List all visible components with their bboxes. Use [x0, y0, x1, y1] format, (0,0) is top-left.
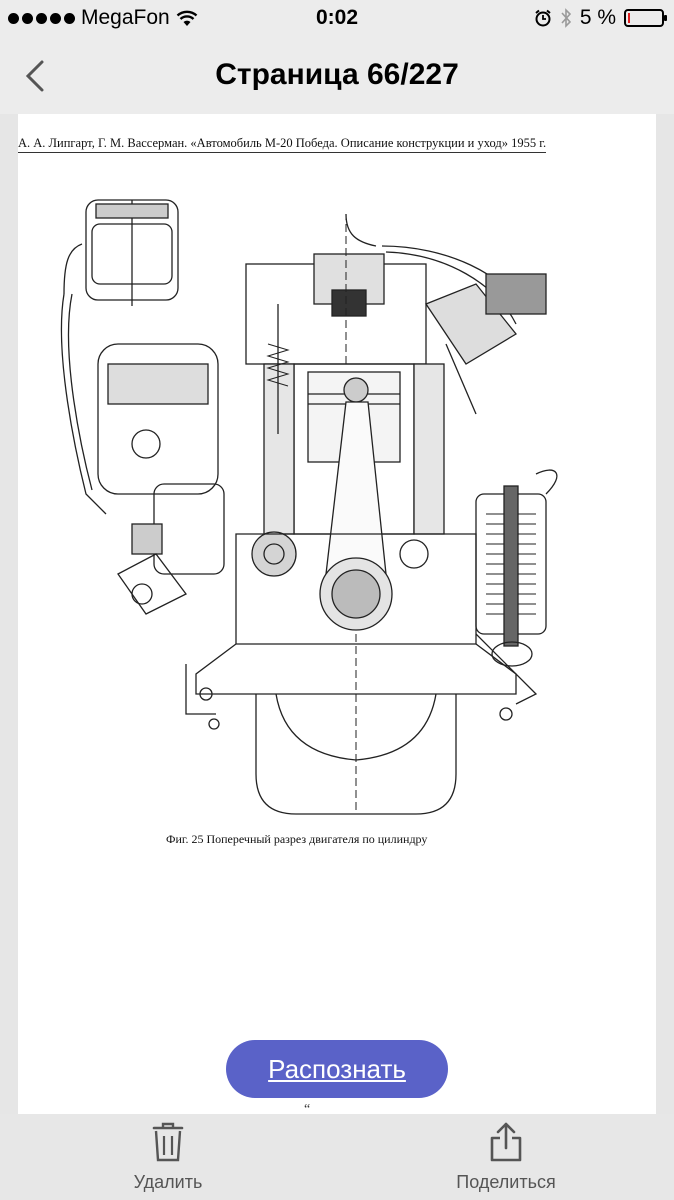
delete-label: Удалить [133, 1172, 203, 1192]
bottom-toolbar: Удалить Поделиться [0, 1114, 674, 1200]
alarm-clock-icon [535, 9, 551, 27]
carrier-group: MegaFon [8, 6, 198, 30]
carrier-name: MegaFon [81, 6, 170, 29]
page-title: Страница 66/227 [215, 58, 459, 91]
document-page[interactable]: А. А. Липгарт, Г. М. Вассерман. «Автомоб… [18, 114, 656, 1114]
back-button[interactable] [18, 56, 58, 96]
document-header: А. А. Липгарт, Г. М. Вассерман. «Автомоб… [18, 136, 547, 153]
figure-caption: Фиг. 25 Поперечный разрез двигателя по ц… [166, 832, 428, 846]
share-label: Поделиться [456, 1172, 556, 1192]
status-time: 0:02 [315, 6, 359, 29]
battery-level-fill [628, 13, 630, 23]
battery-percent: 5 % [579, 6, 616, 29]
engine-cross-section-drawing [60, 199, 558, 815]
bluetooth-icon [561, 8, 571, 28]
page-text-fragment: “ [304, 1102, 311, 1114]
battery-icon [624, 9, 667, 27]
share-button[interactable]: Поделиться [436, 1122, 576, 1193]
trash-icon [152, 1122, 184, 1162]
chevron-left-icon [25, 60, 44, 92]
delete-button[interactable]: Удалить [98, 1122, 238, 1193]
recognize-button[interactable]: Распознать [226, 1040, 448, 1098]
status-right: 5 % [534, 6, 667, 30]
nav-bar: Страница 66/227 [0, 38, 674, 114]
status-bar: MegaFon 0:02 5 % [0, 0, 674, 38]
wifi-icon [176, 10, 198, 26]
signal-icon [8, 12, 75, 24]
share-icon [490, 1122, 522, 1162]
